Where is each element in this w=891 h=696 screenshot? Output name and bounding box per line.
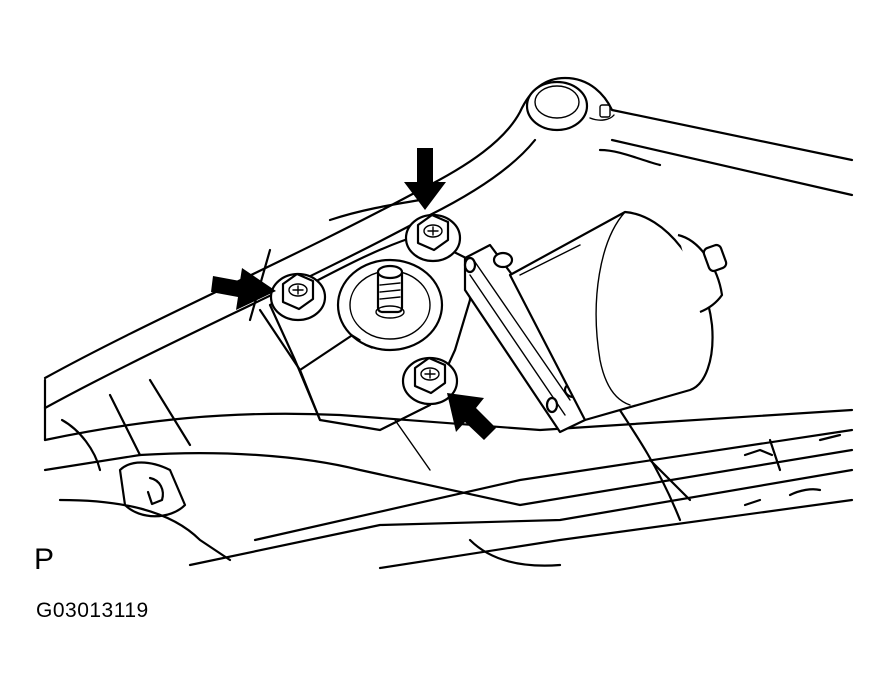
arrow-down-icon (404, 148, 446, 210)
pivot-boss (525, 80, 589, 132)
wiper-link-frame (43, 76, 854, 570)
motor-output-shaft (336, 258, 444, 352)
figure-code: G03013119 (36, 599, 149, 622)
bolt-top (404, 213, 462, 263)
bolt-bottom (401, 356, 459, 406)
view-letter: P (34, 543, 55, 576)
motor-body (508, 210, 728, 422)
arrow-right-icon (211, 268, 276, 310)
bolt-left (269, 272, 327, 322)
arrow-up-left-icon (447, 393, 496, 440)
